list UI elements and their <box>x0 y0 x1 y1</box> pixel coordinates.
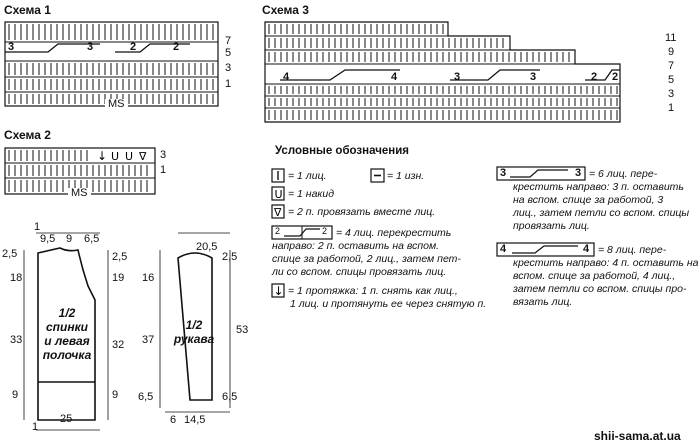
cable-label: 2 <box>591 71 598 83</box>
row-number: 7 <box>668 60 675 72</box>
cable-label: 3 <box>530 71 537 83</box>
dimension-label: 14,5 <box>184 414 206 426</box>
legend-cable-4-desc: крестить направо: 4 п. оставить на вспом… <box>513 257 699 308</box>
dimension-label: 1 <box>32 421 39 433</box>
dimension-label: 33 <box>10 334 23 346</box>
k2tog-icon: ∇ <box>138 150 147 163</box>
dimension-label: 9 <box>12 389 19 401</box>
cable-label: 4 <box>283 71 290 83</box>
dimension-label: 9 <box>66 233 73 245</box>
dimension-label: 6,5 <box>138 391 154 403</box>
dimension-label: 32 <box>112 339 125 351</box>
cable-label: 2 <box>130 41 137 53</box>
row-number: 3 <box>225 62 232 74</box>
dimension-label: 2,5 <box>112 251 128 263</box>
cable-label: 2 <box>612 71 619 83</box>
yarn-over-icon: U <box>111 150 119 163</box>
slip-icon: ↓ <box>97 149 107 163</box>
row-number: 1 <box>225 78 232 90</box>
yarn-over-icon: U <box>125 150 133 163</box>
row-number: 1 <box>668 102 675 114</box>
legend-purl: = 1 изн. <box>387 170 425 182</box>
dimension-label: 20,5 <box>196 241 218 253</box>
scheme-2-title: Схема 2 <box>4 128 51 142</box>
site-watermark: shii-sama.at.ua <box>594 429 681 443</box>
legend-knit: = 1 лиц. <box>288 170 327 182</box>
pattern-1-dimension-lines <box>23 232 109 431</box>
cable-label: 2 <box>173 41 180 53</box>
svg-text:U: U <box>275 188 283 201</box>
scheme-3-title: Схема 3 <box>262 3 309 17</box>
purl-symbol-icon <box>370 168 385 183</box>
legend-cable-3-desc: крестить направо: 3 п. оставить на вспом… <box>513 181 690 232</box>
dimension-label: 6 <box>170 414 177 426</box>
dimension-label: 1 <box>34 221 41 233</box>
dimension-label: 2,5 <box>2 248 18 260</box>
row-number: 5 <box>225 47 232 59</box>
dimension-label: 25 <box>60 413 73 425</box>
row-number: 9 <box>668 46 675 58</box>
row-number: 1 <box>160 164 167 176</box>
pattern-2-outline <box>177 252 213 401</box>
cable-num: 4 <box>500 243 507 255</box>
cable-label: 3 <box>454 71 461 83</box>
scheme-2-symbols: ↓ U U ∇ <box>97 149 147 163</box>
legend-cable-2-desc: направо: 2 п. оставить на вспом. спице з… <box>272 240 461 278</box>
k2tog-symbol-icon <box>271 204 285 219</box>
dimension-label: 19 <box>112 272 125 284</box>
dimension-label: 9,5 <box>40 233 56 245</box>
knit-symbol-icon <box>271 168 285 183</box>
ms-label: MS <box>68 188 91 199</box>
row-number: 11 <box>665 32 677 44</box>
pattern-1-outline <box>37 247 96 421</box>
legend-title: Условные обозначения <box>275 145 410 157</box>
ms-label: MS <box>105 99 128 110</box>
svg-text:∇: ∇ <box>273 206 282 219</box>
scheme-3-grid <box>264 21 621 123</box>
cable-label: 4 <box>391 71 398 83</box>
legend-cable-4: = 8 лиц. пере- <box>598 244 667 256</box>
dimension-label: 9 <box>112 389 119 401</box>
dimension-label: 2,5 <box>222 251 238 263</box>
cable-num: 3 <box>575 167 582 179</box>
row-number: 7 <box>225 35 232 47</box>
legend-cable-3: = 6 лиц. пере- <box>589 168 658 180</box>
row-number: 3 <box>668 88 675 100</box>
legend-symbols: U ∇ ↓ <box>271 166 595 298</box>
dimension-label: 18 <box>10 272 23 284</box>
piece-2-label: 1/2 рукава <box>173 318 215 346</box>
legend-slip: = 1 протяжка: 1 п. снять как лиц., <box>288 285 458 297</box>
legend-k2tog: = 2 п. провязать вместе лиц. <box>288 206 436 218</box>
legend-yarn-over: = 1 накид <box>288 188 335 200</box>
row-number: 3 <box>160 149 167 161</box>
cable-label: 3 <box>8 41 15 53</box>
dimension-label: 53 <box>236 324 249 336</box>
scheme-1-grid <box>4 21 219 107</box>
legend-slip-desc: 1 лиц. и протянуть ее через снятую п. <box>290 298 487 310</box>
cable-num: 2 <box>275 226 281 236</box>
dimension-label: 16 <box>142 272 155 284</box>
cable-num: 4 <box>583 243 590 255</box>
row-number: 5 <box>668 74 675 86</box>
pattern-2-dimension-lines <box>159 232 231 413</box>
svg-text:↓: ↓ <box>274 284 284 298</box>
yarn-over-symbol-icon <box>271 186 285 201</box>
dimension-label: 6,5 <box>222 391 238 403</box>
dimension-label: 37 <box>142 334 155 346</box>
slip-symbol-icon <box>271 283 285 298</box>
dimension-label: 6,5 <box>84 233 100 245</box>
cable-3-symbol-icon <box>496 166 586 181</box>
cable-num: 3 <box>500 167 507 179</box>
cable-label: 3 <box>87 41 94 53</box>
legend-cable-2: = 4 лиц. перекрестить <box>336 227 452 239</box>
cable-4-symbol-icon <box>496 242 595 257</box>
piece-1-label: 1/2 спинки и левая полочка <box>42 306 92 362</box>
cable-num: 2 <box>322 226 328 236</box>
scheme-1-title: Схема 1 <box>4 3 51 17</box>
